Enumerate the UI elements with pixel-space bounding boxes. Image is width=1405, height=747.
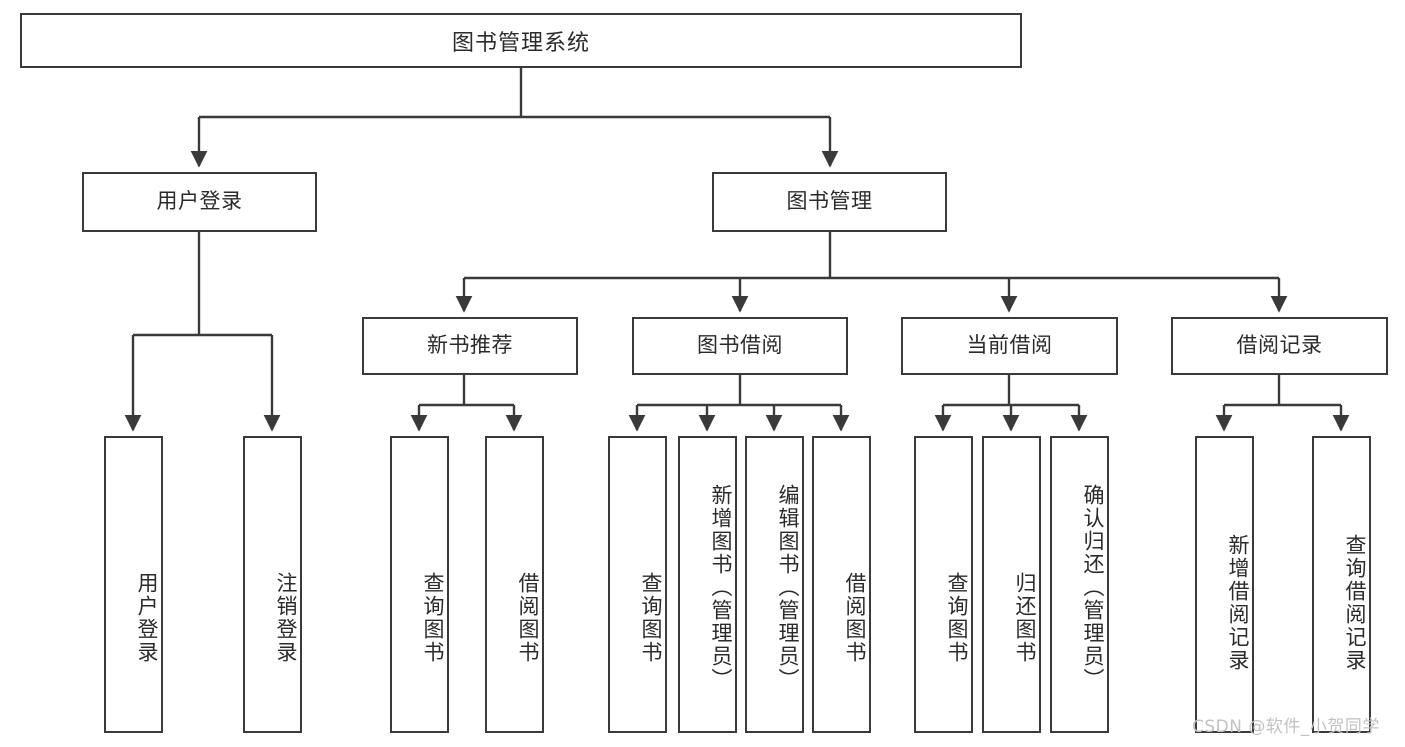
node-book-manage[interactable]: 图书管理 [712, 172, 947, 232]
leaf-add-book-admin[interactable]: 新增图书（管理员） [678, 436, 737, 733]
leaf-return-book[interactable]: 归还图书 [982, 436, 1041, 733]
leaf-query-book-borrow[interactable]: 查询图书 [608, 436, 667, 733]
node-user-login[interactable]: 用户登录 [82, 172, 317, 232]
leaf-query-book-current[interactable]: 查询图书 [914, 436, 973, 733]
leaf-query-book-recommend[interactable]: 查询图书 [390, 436, 449, 733]
node-new-book-recommend[interactable]: 新书推荐 [362, 317, 578, 375]
leaf-borrow-book[interactable]: 借阅图书 [812, 436, 871, 733]
leaf-logout[interactable]: 注销登录 [243, 436, 302, 733]
leaf-borrow-book-recommend[interactable]: 借阅图书 [485, 436, 544, 733]
leaf-query-borrow-record[interactable]: 查询借阅记录 [1312, 436, 1371, 733]
leaf-confirm-return-admin[interactable]: 确认归还（管理员） [1050, 436, 1109, 733]
leaf-add-borrow-record[interactable]: 新增借阅记录 [1195, 436, 1254, 733]
node-current-borrow[interactable]: 当前借阅 [901, 317, 1118, 375]
node-root[interactable]: 图书管理系统 [20, 13, 1022, 68]
watermark-text: CSDN @软件_小贺同学 [1192, 717, 1380, 737]
node-book-borrow[interactable]: 图书借阅 [632, 317, 848, 375]
leaf-edit-book-admin[interactable]: 编辑图书（管理员） [745, 436, 804, 733]
leaf-user-login[interactable]: 用户登录 [104, 436, 163, 733]
node-borrow-record[interactable]: 借阅记录 [1171, 317, 1388, 375]
